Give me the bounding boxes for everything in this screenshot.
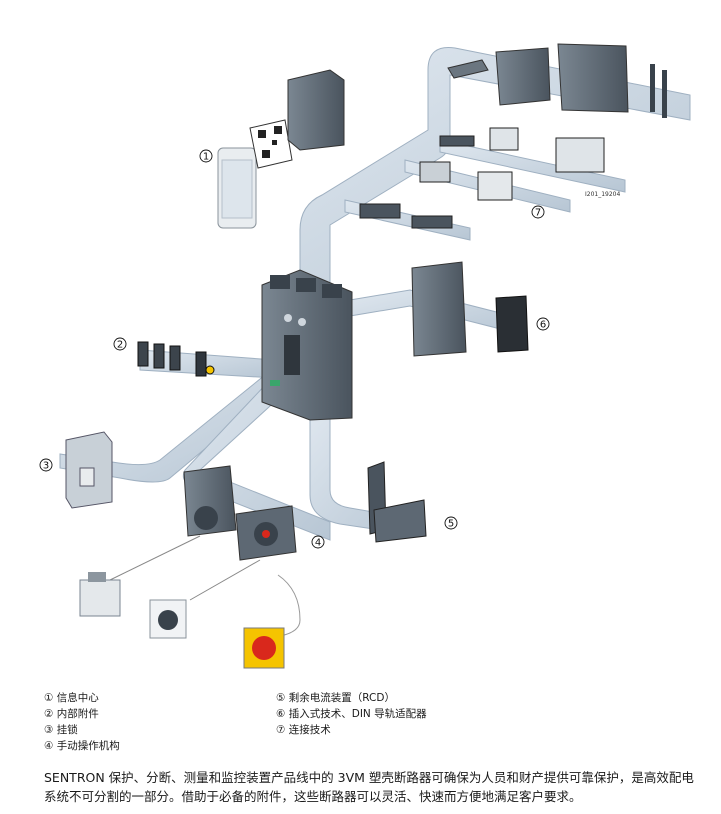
legend-item-rcd: ⑤ 剩余电流装置（RCD） — [276, 692, 395, 704]
callout-1: 1 — [199, 149, 213, 163]
accessory-diagram: I201_19204 — [39, 43, 691, 669]
band-top — [299, 46, 691, 291]
svg-text:3: 3 — [43, 461, 49, 472]
legend-item-manual-operator: ④ 手动操作机构 — [44, 740, 120, 752]
legend-item-info-center: ① 信息中心 — [44, 692, 99, 704]
legend-right: ⑤ 剩余电流装置（RCD） ⑥ 插入式技术、DIN 导轨适配器 ⑦ 连接技术 — [276, 690, 427, 738]
callout-6: 6 — [536, 317, 550, 331]
plug-in-group — [411, 261, 529, 357]
svg-text:5: 5 — [448, 519, 454, 530]
legend-item-connection-tech: ⑦ 连接技术 — [276, 724, 331, 736]
callout-2: 2 — [113, 337, 127, 351]
info-center-group — [217, 69, 345, 229]
callout-4: 4 — [311, 535, 325, 549]
reference-code: I201_19204 — [585, 191, 620, 198]
qr-code-icon — [249, 119, 293, 169]
callout-5: 5 — [444, 516, 458, 530]
callout-3: 3 — [39, 458, 53, 472]
svg-text:7: 7 — [535, 208, 541, 219]
svg-text:2: 2 — [117, 340, 123, 351]
svg-text:4: 4 — [315, 538, 321, 549]
svg-text:6: 6 — [540, 320, 546, 331]
caption-text: SENTRON 保护、分断、测量和监控装置产品线中的 3VM 塑壳断路器可确保为… — [44, 770, 694, 804]
large-breakers-group — [447, 43, 667, 118]
legend-item-padlock: ③ 挂锁 — [44, 724, 78, 736]
svg-text:1: 1 — [203, 152, 209, 163]
padlock-group — [65, 431, 113, 509]
internal-accessories — [137, 341, 215, 377]
circuit-breaker-main — [261, 269, 353, 421]
door-frame-icon — [79, 579, 121, 617]
legend-item-internal-accessories: ② 内部附件 — [44, 708, 99, 720]
legend-left: ① 信息中心 ② 内部附件 ③ 挂锁 ④ 手动操作机构 — [44, 690, 120, 754]
door-handles-group — [79, 535, 301, 669]
callout-markers: 1 2 3 4 5 6 7 — [39, 149, 550, 549]
callout-7: 7 — [531, 205, 545, 219]
manual-operator-group — [183, 465, 297, 561]
legend-item-plug-in: ⑥ 插入式技术、DIN 导轨适配器 — [276, 708, 427, 720]
breaker-small-icon — [287, 69, 345, 151]
rcd-group — [367, 461, 427, 543]
connection-tech-parts — [359, 127, 605, 229]
